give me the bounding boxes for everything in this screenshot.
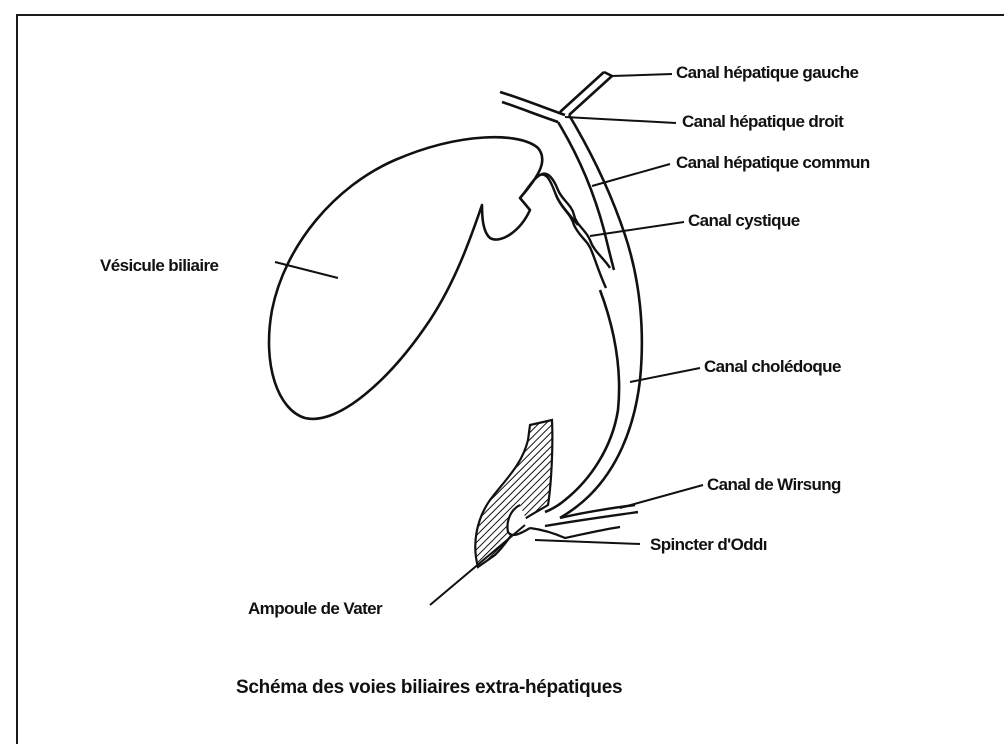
label-spincter-oddi: Spincter d'Oddı bbox=[650, 536, 767, 553]
label-canal-de-wirsung: Canal de Wirsung bbox=[707, 476, 841, 493]
sphincter-region bbox=[530, 527, 620, 538]
leader-canal-hepatique-droit bbox=[565, 117, 676, 123]
leader-canal-hepatique-commun bbox=[592, 164, 670, 186]
gallbladder-outline bbox=[269, 137, 542, 419]
duodenal-wall-hatched bbox=[475, 420, 552, 567]
label-canal-hepatique-commun: Canal hépatique commun bbox=[676, 154, 870, 171]
leader-canal-de-wirsung bbox=[620, 485, 703, 508]
label-canal-choledoque: Canal cholédoque bbox=[704, 358, 841, 375]
leader-spincter-oddi bbox=[535, 540, 640, 544]
label-canal-cystique: Canal cystique bbox=[688, 212, 800, 229]
label-canal-hepatique-gauche: Canal hépatique gauche bbox=[676, 64, 858, 81]
right-hepatic-duct bbox=[500, 92, 565, 122]
left-hepatic-duct bbox=[560, 72, 612, 115]
label-vesicule-biliaire: Vésicule biliaire bbox=[100, 257, 218, 274]
figure-caption: Schéma des voies biliaires extra-hépatiq… bbox=[236, 677, 622, 699]
leader-canal-hepatique-gauche bbox=[612, 74, 672, 76]
label-canal-hepatique-droit: Canal hépatique droit bbox=[682, 113, 843, 130]
label-ampoule-de-vater: Ampoule de Vater bbox=[248, 600, 382, 617]
wirsung-duct bbox=[545, 505, 638, 526]
